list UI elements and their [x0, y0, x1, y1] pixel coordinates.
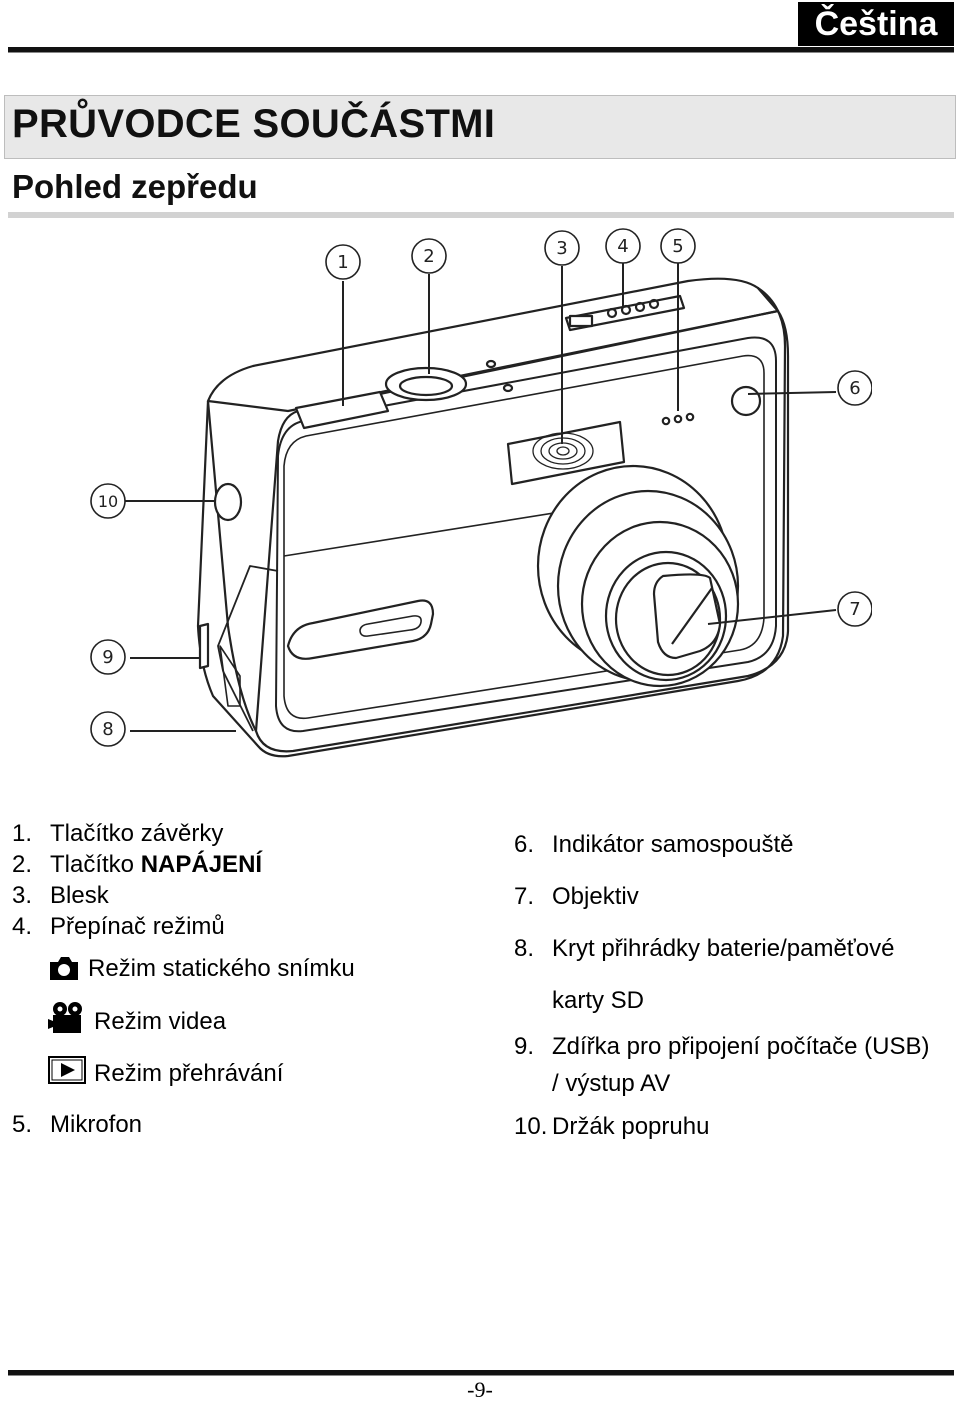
svg-text:4: 4	[617, 236, 628, 257]
callout-10: 10	[90, 483, 126, 519]
left-parts-list: 1.Tlačítko závěrky 2.Tlačítko NAPÁJENÍ 3…	[12, 818, 482, 942]
shutter-button	[294, 390, 390, 430]
callout-5: 5	[660, 228, 696, 264]
video-camera-icon	[48, 1002, 82, 1033]
mode-item: Režim statického snímku	[48, 950, 468, 1000]
right-parts-list: 6.Indikátor samospouště 7.Objektiv 8.Kry…	[514, 829, 954, 1142]
callout-3: 3	[544, 230, 580, 266]
callout-4: 4	[605, 228, 641, 264]
svg-text:2: 2	[423, 246, 434, 267]
svg-text:1: 1	[337, 252, 348, 273]
title-band	[4, 95, 956, 159]
svg-text:8: 8	[102, 719, 113, 740]
playback-icon	[48, 1056, 86, 1084]
language-badge: Čeština	[798, 2, 954, 46]
camera-top-body	[206, 277, 780, 413]
bottom-rule	[8, 1370, 954, 1376]
mode-item: Režim videa	[48, 1000, 468, 1052]
usb-port	[198, 622, 210, 670]
left-parts-list-end: 5.Mikrofon	[12, 1109, 412, 1140]
list-item: 6.Indikátor samospouště	[514, 831, 794, 858]
list-item: 9.Zdířka pro připojení počítače (USB) / …	[514, 1033, 930, 1097]
svg-text:6: 6	[849, 378, 860, 399]
camera-front-panel	[275, 336, 777, 733]
svg-text:7: 7	[849, 599, 860, 620]
list-item: 7.Objektiv	[514, 883, 639, 910]
self-timer-led	[730, 385, 762, 417]
callout-8: 8	[90, 711, 126, 747]
callout-1: 1	[325, 244, 361, 280]
camera-icon	[50, 957, 78, 980]
list-item: 4.Přepínač režimů	[12, 913, 225, 940]
callout-6: 6	[837, 370, 872, 406]
section-title: PRŮVODCE SOUČÁSTMI	[12, 102, 496, 146]
camera-front-diagram: 1 2 3 4 5 6 7 8 9 10	[90, 228, 872, 758]
callout-9: 9	[90, 639, 126, 675]
section-subtitle: Pohled zepředu	[12, 168, 258, 205]
svg-text:5: 5	[672, 236, 683, 257]
mode-list: Režim statického snímku Režim videa Reži…	[48, 950, 468, 1102]
list-item: 8.Kryt přihrádky baterie/paměťové karty …	[514, 935, 895, 1014]
list-item: 1.Tlačítko závěrky	[12, 820, 224, 847]
battery-cover	[219, 645, 241, 707]
svg-text:10: 10	[98, 492, 118, 511]
subtitle-rule	[8, 212, 954, 218]
list-item: 10.Držák popruhu	[514, 1113, 710, 1140]
callout-2: 2	[411, 238, 447, 274]
strap-holder	[213, 482, 243, 522]
mode-item: Režim přehrávání	[48, 1052, 468, 1102]
callout-7: 7	[837, 591, 872, 627]
svg-text:3: 3	[556, 238, 567, 259]
svg-text:9: 9	[102, 647, 113, 668]
lens	[536, 464, 740, 688]
camera-body	[196, 286, 790, 758]
page-number: -9-	[467, 1377, 493, 1402]
list-item: 5.Mikrofon	[12, 1111, 143, 1138]
flash	[506, 420, 626, 486]
list-item: 3.Blesk	[12, 882, 109, 909]
list-item: 2.Tlačítko NAPÁJENÍ	[12, 851, 263, 878]
top-rule	[8, 47, 954, 53]
